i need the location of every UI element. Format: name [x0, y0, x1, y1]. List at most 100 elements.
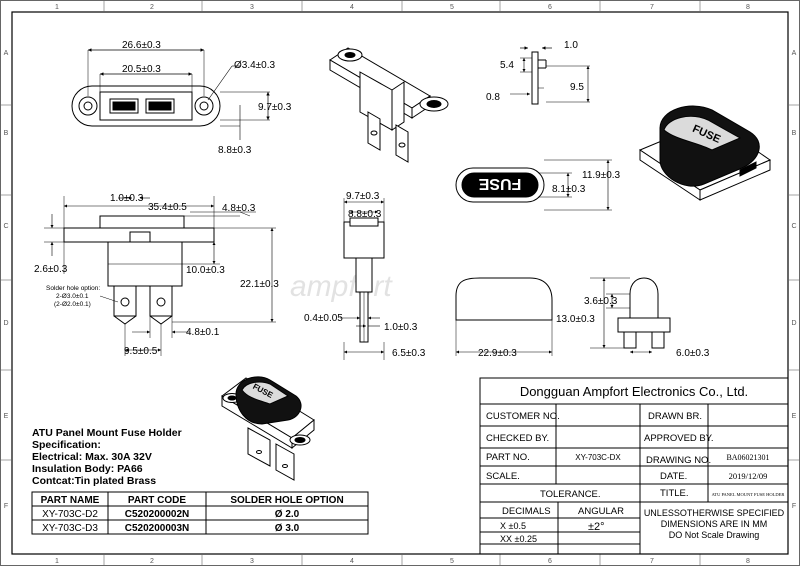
dim-35-4: 35.4±0.5: [148, 202, 187, 213]
side-view: [340, 198, 385, 360]
title-block: [479, 377, 789, 555]
parts-cell: XY-703C-D3: [42, 523, 98, 534]
fuse-flat-dims: 11.9±0.3 8.1±0.3: [552, 170, 621, 195]
col-label: 1: [55, 4, 59, 11]
dim-10-0: 10.0±0.3: [186, 265, 225, 276]
dim-9-5: 9.5: [570, 82, 584, 93]
tb-drawing-no: DRAWING NO.: [646, 455, 711, 466]
row-labels-right: A B C D E F: [791, 50, 796, 510]
isometric-holder-assembled: FUSE: [221, 376, 315, 481]
dim-1-0: 1.0: [564, 40, 578, 51]
parts-cell: C520200003N: [125, 523, 190, 534]
col-label: 1: [55, 558, 59, 565]
fuse-flat-view: FUSE: [455, 159, 612, 211]
tb-date-value: 2019/12/09: [729, 471, 768, 481]
tb-title-value: ATU PANEL MOUNT FUSE HOLDER: [712, 492, 785, 497]
front-view: [44, 196, 276, 356]
dim-20-5: 20.5±0.3: [122, 64, 161, 75]
parts-cell: C520200002N: [125, 509, 190, 520]
dim-9-7-sv: 9.7±0.3: [346, 191, 380, 202]
row-label: C: [3, 223, 8, 230]
tb-drawn-br: DRAWN BR.: [648, 411, 702, 422]
solder-hole-note: Solder hole option: 2-Ø3.0±0.1 (2-Ø2.0±0…: [46, 285, 100, 308]
col-label: 7: [650, 4, 654, 11]
tb-x-tolerance: X ±0.5: [500, 521, 526, 531]
company-name: Dongguan Ampfort Electronics Co., Ltd.: [520, 384, 748, 399]
row-label: D: [791, 320, 796, 327]
tb-note-3: DO Not Scale Drawing: [669, 530, 760, 540]
tb-angular-tolerance: ±2°: [588, 521, 605, 533]
spec-line-4: Contcat:Tin plated Brass: [32, 475, 156, 487]
parts-cell: Ø 3.0: [275, 523, 300, 534]
solder-note-2: 2-Ø3.0±0.1: [56, 293, 89, 300]
tb-part-no: PART NO.: [486, 452, 530, 463]
dim-13-0: 13.0±0.3: [556, 314, 595, 325]
tb-customer-no: CUSTOMER NO.: [486, 411, 560, 422]
dim-3-6: 3.6±0.3: [584, 296, 618, 307]
dim-9-5-fv: 9.5±0.5: [124, 346, 158, 357]
dim-0-8: 0.8: [486, 92, 500, 103]
col-label: 4: [350, 4, 354, 11]
spec-line-1: Specification:: [32, 439, 101, 451]
tb-note-2: DIMENSIONS ARE IN MM: [661, 519, 768, 529]
col-label: 5: [450, 558, 454, 565]
tb-tolerance: TOLERANCE.: [540, 489, 601, 500]
dim-5-4: 5.4: [500, 60, 514, 71]
parts-header-code: PART CODE: [128, 495, 186, 506]
col-label: 8: [746, 558, 750, 565]
tb-part-no-value: XY-703C-DX: [575, 453, 621, 462]
isometric-holder-top: [329, 47, 449, 163]
dim-8-8: 8.8±0.3: [218, 145, 252, 156]
solder-note-1: Solder hole option:: [46, 285, 100, 292]
col-label: 3: [250, 558, 254, 565]
fuse-cap-isometric: FUSE: [638, 105, 772, 201]
table-row: XY-703C-D2 C520200002N Ø 2.0: [42, 509, 300, 520]
col-label: 2: [150, 558, 154, 565]
dim-4-8-bottom: 4.8±0.1: [186, 327, 220, 338]
dim-9-7: 9.7±0.3: [258, 102, 292, 113]
fuse-label-flat: FUSE: [478, 175, 521, 192]
col-label: 6: [548, 558, 552, 565]
tb-title: TITLE.: [660, 488, 689, 499]
dim-6-5: 6.5±0.3: [392, 348, 426, 359]
row-label: B: [4, 130, 9, 137]
row-label: A: [4, 50, 9, 57]
terminal-profile: [510, 46, 590, 105]
tb-xx-tolerance: XX ±0.25: [500, 534, 537, 544]
dim-26-6: 26.6±0.3: [122, 40, 161, 51]
col-label: 2: [150, 4, 154, 11]
dim-8-8-sv: 8.8±0.3: [348, 209, 382, 220]
row-label: F: [4, 503, 8, 510]
col-label: 5: [450, 4, 454, 11]
row-label: F: [792, 503, 796, 510]
inner-frame: [11, 11, 789, 555]
parts-cell: Ø 2.0: [275, 509, 300, 520]
top-view: [71, 48, 270, 140]
cap-side-view: [455, 277, 553, 356]
parts-header-name: PART NAME: [41, 495, 100, 506]
dim-22-1: 22.1±0.3: [240, 279, 279, 290]
dim-4-8-top: 4.8±0.3: [222, 203, 256, 214]
dim-hole-3-4: Ø3.4±0.3: [234, 60, 276, 71]
tb-decimals: DECIMALS: [502, 506, 551, 517]
dim-8-1: 8.1±0.3: [552, 184, 586, 195]
col-label: 7: [650, 558, 654, 565]
spec-line-2: Electrical: Max. 30A 32V: [32, 451, 152, 463]
tb-scale: SCALE.: [486, 471, 520, 482]
tb-note-1: UNLESSOTHERWISE SPECIFIED: [644, 508, 785, 518]
col-label: 4: [350, 558, 354, 565]
row-label: E: [4, 413, 9, 420]
tb-drawing-no-value: BA06021301: [726, 453, 769, 462]
side-view-dims: 9.7±0.3 8.8±0.3 0.4±0.05 1.0±0.3 6.5±0.3: [304, 191, 426, 359]
row-label: E: [792, 413, 797, 420]
dim-1-0-fv: 1.0±0.3: [110, 193, 144, 204]
parts-header-option: SOLDER HOLE OPTION: [230, 495, 343, 506]
tb-approved-by: APPROVED BY.: [644, 433, 714, 444]
row-label: C: [791, 223, 796, 230]
terminal-profile-dims: 1.0 5.4 9.5 0.8: [486, 40, 584, 103]
parts-cell: XY-703C-D2: [42, 509, 98, 520]
column-labels-top: 1 2 3 4 5 6 7 8: [55, 4, 750, 11]
tb-checked-by: CHECKED BY.: [486, 433, 549, 444]
title-block-text: Dongguan Ampfort Electronics Co., Ltd. C…: [486, 384, 785, 544]
